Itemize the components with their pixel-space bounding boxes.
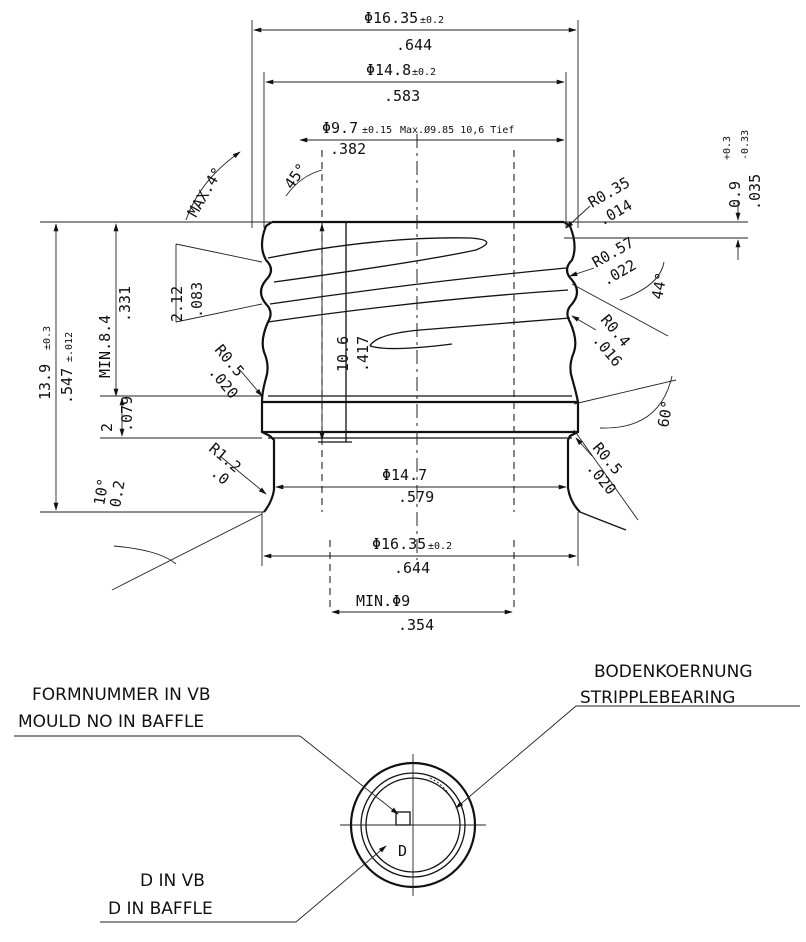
svg-text:.331: .331: [116, 286, 134, 322]
dim-09: 0.9: [726, 181, 744, 208]
svg-text:.083: .083: [188, 282, 206, 318]
svg-text:.644: .644: [394, 559, 430, 577]
label-mould-no: MOULD NO IN BAFFLE: [18, 712, 204, 732]
svg-text:±0.15: ±0.15: [362, 125, 392, 136]
dim-min84: MIN.8.4: [96, 315, 114, 378]
label-bodenkoernung: BODENKOERNUNG: [594, 662, 753, 682]
svg-text:±.012: ±.012: [64, 332, 75, 362]
svg-text:.644: .644: [396, 36, 432, 54]
svg-text:.583: .583: [384, 87, 420, 105]
dim-d147: Φ14.7: [382, 466, 427, 484]
svg-text:.547: .547: [58, 368, 76, 404]
svg-text:0.2: 0.2: [106, 479, 128, 509]
dim-106: 10.6: [334, 336, 352, 372]
dim-212: 2.12: [168, 286, 186, 322]
label-stripplebearing: STRIPPLEBEARING: [580, 688, 735, 708]
svg-text:+0.3: +0.3: [722, 136, 733, 160]
svg-text:±0.2: ±0.2: [420, 15, 444, 26]
dim-d1635-top: Φ16.35: [364, 9, 418, 27]
svg-text:-0.33: -0.33: [740, 130, 751, 160]
svg-text:±0.3: ±0.3: [42, 326, 53, 350]
dimension-lines: [40, 20, 748, 615]
angle-max4: MAX.4°: [184, 164, 227, 220]
angle-45: 45°: [281, 160, 311, 193]
bottom-view: D FORMNUMMER IN VB MOULD NO IN BAFFLE BO…: [14, 662, 800, 923]
svg-text:±0.2: ±0.2: [412, 67, 436, 78]
svg-text:.079: .079: [118, 396, 136, 432]
dim-min9: MIN.Φ9: [356, 592, 410, 610]
svg-text:.417: .417: [354, 336, 372, 372]
dim-2: 2: [98, 423, 116, 432]
dimension-labels: Φ16.35 ±0.2 .644 Φ14.8 ±0.2 .583 Φ9.7 ±0…: [36, 9, 764, 634]
part-outline: [259, 220, 627, 531]
label-d-in-baffle: D IN BAFFLE: [108, 899, 213, 919]
svg-text:.035: .035: [746, 174, 764, 210]
dim-d97: Φ9.7: [322, 119, 358, 137]
angle-10: 10°: [90, 477, 112, 507]
svg-text:.579: .579: [398, 488, 434, 506]
dim-d1635-bottom: Φ16.35: [372, 535, 426, 553]
svg-text:Max.Ø9.85 10,6 Tief: Max.Ø9.85 10,6 Tief: [400, 124, 514, 136]
label-d-in-vb: D IN VB: [140, 871, 205, 891]
center-mark-d: D: [398, 842, 407, 860]
label-formnummer: FORMNUMMER IN VB: [32, 685, 211, 705]
svg-text:±0.2: ±0.2: [428, 541, 452, 552]
angle-60: 60°: [654, 399, 676, 429]
angle-44: 44°: [648, 271, 670, 301]
dim-139: 13.9: [36, 364, 54, 400]
mould-number-square: [395, 811, 411, 826]
dim-d148: Φ14.8: [366, 61, 411, 79]
svg-text:.382: .382: [330, 140, 366, 158]
svg-text:.354: .354: [398, 616, 434, 634]
